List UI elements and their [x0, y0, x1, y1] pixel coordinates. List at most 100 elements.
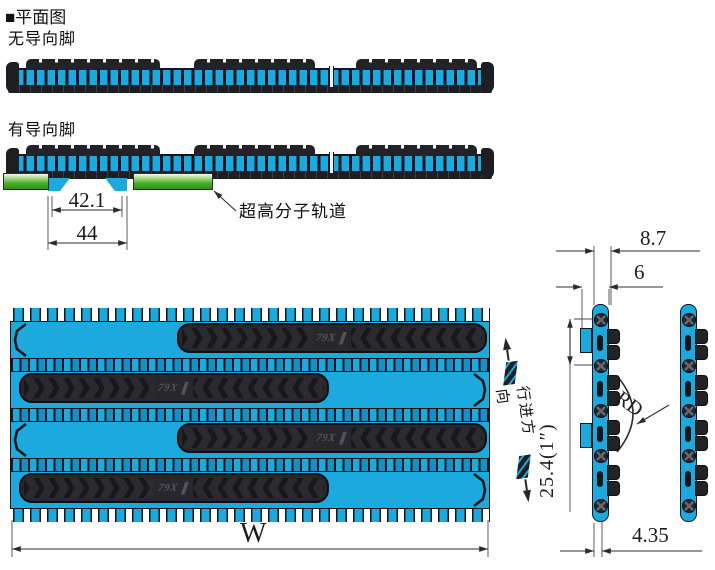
- hinge-loop-icon: [13, 422, 27, 458]
- hinge-slot: [597, 335, 603, 351]
- cross-section-with-feet: [6, 145, 494, 191]
- side-pad: [695, 436, 708, 451]
- belt-row: 79X: [10, 372, 490, 408]
- side-pad: [607, 465, 620, 480]
- tread-pattern: [192, 378, 324, 398]
- tooth-band: [10, 308, 490, 322]
- belt-end-cap: [481, 148, 494, 178]
- hinge-pin: [593, 404, 608, 418]
- dim-plate-thickness: 6: [634, 260, 645, 284]
- hinge-slot: [597, 426, 603, 442]
- pad-logo: 79X: [156, 382, 180, 394]
- tread-pattern: [24, 478, 156, 498]
- hinge-pin: [681, 313, 696, 327]
- friction-cap: [194, 145, 315, 156]
- dim-overall-thickness: 8.7: [640, 226, 667, 250]
- label-no-guide-feet: 无导向脚: [8, 31, 77, 48]
- friction-pad: 79X: [19, 473, 329, 503]
- module-seam: [329, 66, 334, 87]
- belt-end-cap: [6, 148, 19, 178]
- belt-base-band: [8, 171, 492, 179]
- uhmw-rail: [133, 173, 213, 190]
- hinge-pin: [593, 359, 608, 373]
- friction-cap: [194, 59, 315, 70]
- tooth-band: [10, 458, 490, 472]
- tread-pattern: [192, 478, 324, 498]
- hinge-pin: [681, 449, 696, 463]
- side-pad: [695, 481, 708, 496]
- tread-pattern: [24, 378, 156, 398]
- side-pad: [695, 375, 708, 390]
- tread-pattern: [350, 328, 482, 348]
- pad-logo-slash-icon: [180, 381, 189, 395]
- tooth-band: [10, 408, 490, 422]
- friction-cap: [356, 59, 477, 70]
- side-pad: [607, 329, 620, 344]
- tread-pattern: [182, 428, 314, 448]
- side-view-strip-left: [579, 304, 620, 522]
- label-uhmw-track: 超高分子轨道: [239, 202, 347, 221]
- hinge-slot: [597, 381, 603, 397]
- arrow-stem: [524, 478, 528, 491]
- belt-end-cap: [481, 62, 494, 92]
- dim-pitch: 25.4(1″): [536, 423, 558, 498]
- guide-tab: [579, 328, 592, 353]
- friction-pad: 79X: [19, 373, 329, 403]
- label-direction: 行进方向: [492, 385, 537, 439]
- side-view-strip-right: [680, 304, 708, 522]
- friction-pad: 79X: [177, 323, 487, 353]
- pad-logo: 79X: [314, 332, 338, 344]
- guide-tab: [579, 423, 592, 448]
- dim-guide-outer: 44: [76, 221, 98, 245]
- hinge-loop-icon: [473, 472, 487, 508]
- pad-logo-slash-icon: [338, 331, 347, 345]
- hinge-pin: [593, 449, 608, 463]
- page-title: ■平面图: [5, 8, 67, 27]
- hinge-pin: [681, 404, 696, 418]
- module-seam: [329, 152, 334, 173]
- friction-cap: [26, 59, 160, 70]
- side-pad: [607, 436, 620, 451]
- cross-section-no-feet: [6, 59, 494, 95]
- hinge-pin: [681, 359, 696, 373]
- arrow-stem: [506, 349, 510, 362]
- side-pad: [607, 345, 620, 360]
- hinge-pin: [593, 313, 608, 327]
- dim-belt-width: W: [240, 518, 267, 549]
- hinge-slot: [597, 471, 603, 487]
- hinge-slot: [685, 381, 691, 397]
- side-pad: [607, 391, 620, 406]
- belt-base-band: [8, 85, 492, 93]
- label-with-guide-feet: 有导向脚: [8, 122, 77, 139]
- dim-pin-offset: 4.35: [632, 523, 669, 547]
- hinge-pin: [681, 499, 696, 513]
- side-pad: [695, 345, 708, 360]
- belt-segment-icon: [500, 361, 521, 386]
- hinge-slot: [685, 471, 691, 487]
- arrow-up-icon: [501, 337, 512, 351]
- friction-cap: [26, 145, 160, 156]
- side-pad: [607, 481, 620, 496]
- side-pad: [695, 329, 708, 344]
- friction-cap: [356, 145, 477, 156]
- belt-end-cap: [6, 62, 19, 92]
- side-pad: [607, 420, 620, 435]
- hinge-loop-icon: [13, 322, 27, 358]
- side-pad: [607, 375, 620, 390]
- pad-logo: 79X: [156, 482, 180, 494]
- tread-pattern: [182, 328, 314, 348]
- friction-pad: 79X: [177, 423, 487, 453]
- hinge-slot: [685, 426, 691, 442]
- tread-pattern: [350, 428, 482, 448]
- side-pad: [695, 391, 708, 406]
- hinge-loop-icon: [473, 372, 487, 408]
- pad-logo-slash-icon: [180, 481, 189, 495]
- uhmw-rail: [3, 173, 49, 190]
- pad-logo-slash-icon: [338, 431, 347, 445]
- tooth-band: [10, 358, 490, 372]
- plan-view: 79X 79X 79X: [10, 308, 490, 522]
- dim-guide-inner: 42.1: [68, 188, 106, 212]
- side-pad: [695, 465, 708, 480]
- belt-segment-icon: [513, 454, 534, 479]
